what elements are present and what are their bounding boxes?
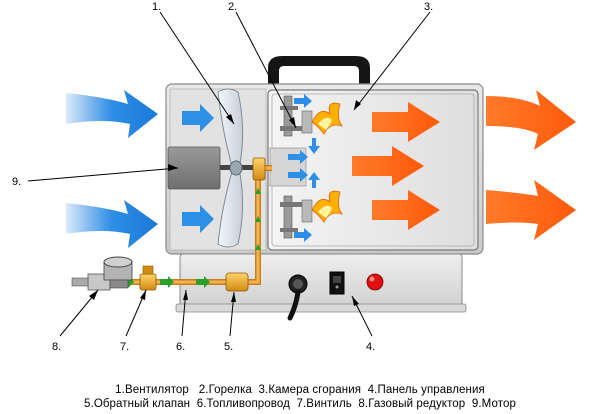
- heat-arrows-inside: [352, 102, 440, 230]
- callout-valve: 7.: [120, 341, 129, 353]
- small-air-arrow-top: [182, 104, 214, 132]
- callout-panel: 4.: [366, 341, 375, 353]
- indicator-light-icon: [366, 273, 384, 291]
- flame-icon: [311, 102, 344, 223]
- callout-check-valve: 5.: [224, 341, 233, 353]
- manifold-fitting: [252, 157, 266, 181]
- leader-arrowheads: [89, 100, 361, 306]
- callout-fan: 1.: [152, 1, 161, 13]
- pressure-reducer-icon: [71, 256, 133, 291]
- callout-fuel-line: 6.: [176, 341, 185, 353]
- carry-handle: [268, 56, 370, 86]
- callout-chamber: 3.: [424, 1, 433, 13]
- callout-motor: 9.: [12, 176, 21, 188]
- chamber-air-arrows: [288, 94, 320, 242]
- small-air-arrow-bottom: [182, 205, 214, 233]
- base-foot: [175, 303, 467, 313]
- air-inflow-arrows: [66, 90, 158, 248]
- air-inflow-arrow-top: [66, 90, 158, 138]
- callout-reducer: 8.: [52, 341, 61, 353]
- shutoff-valve[interactable]: [139, 265, 157, 291]
- air-inflow-arrow-bottom: [66, 200, 158, 248]
- callout-burner: 2.: [228, 1, 237, 13]
- legend-line-1: 1.Вентилятор 2.Горелка 3.Камера сгорания…: [115, 384, 485, 396]
- legend-line-2: 5.Обратный клапан 6.Топливопровод 7.Винт…: [84, 398, 516, 410]
- motor-shaft: [220, 165, 266, 170]
- check-valve: [225, 272, 249, 292]
- hot-air-outflow-arrows: [486, 90, 576, 240]
- gas-hose: [287, 289, 301, 321]
